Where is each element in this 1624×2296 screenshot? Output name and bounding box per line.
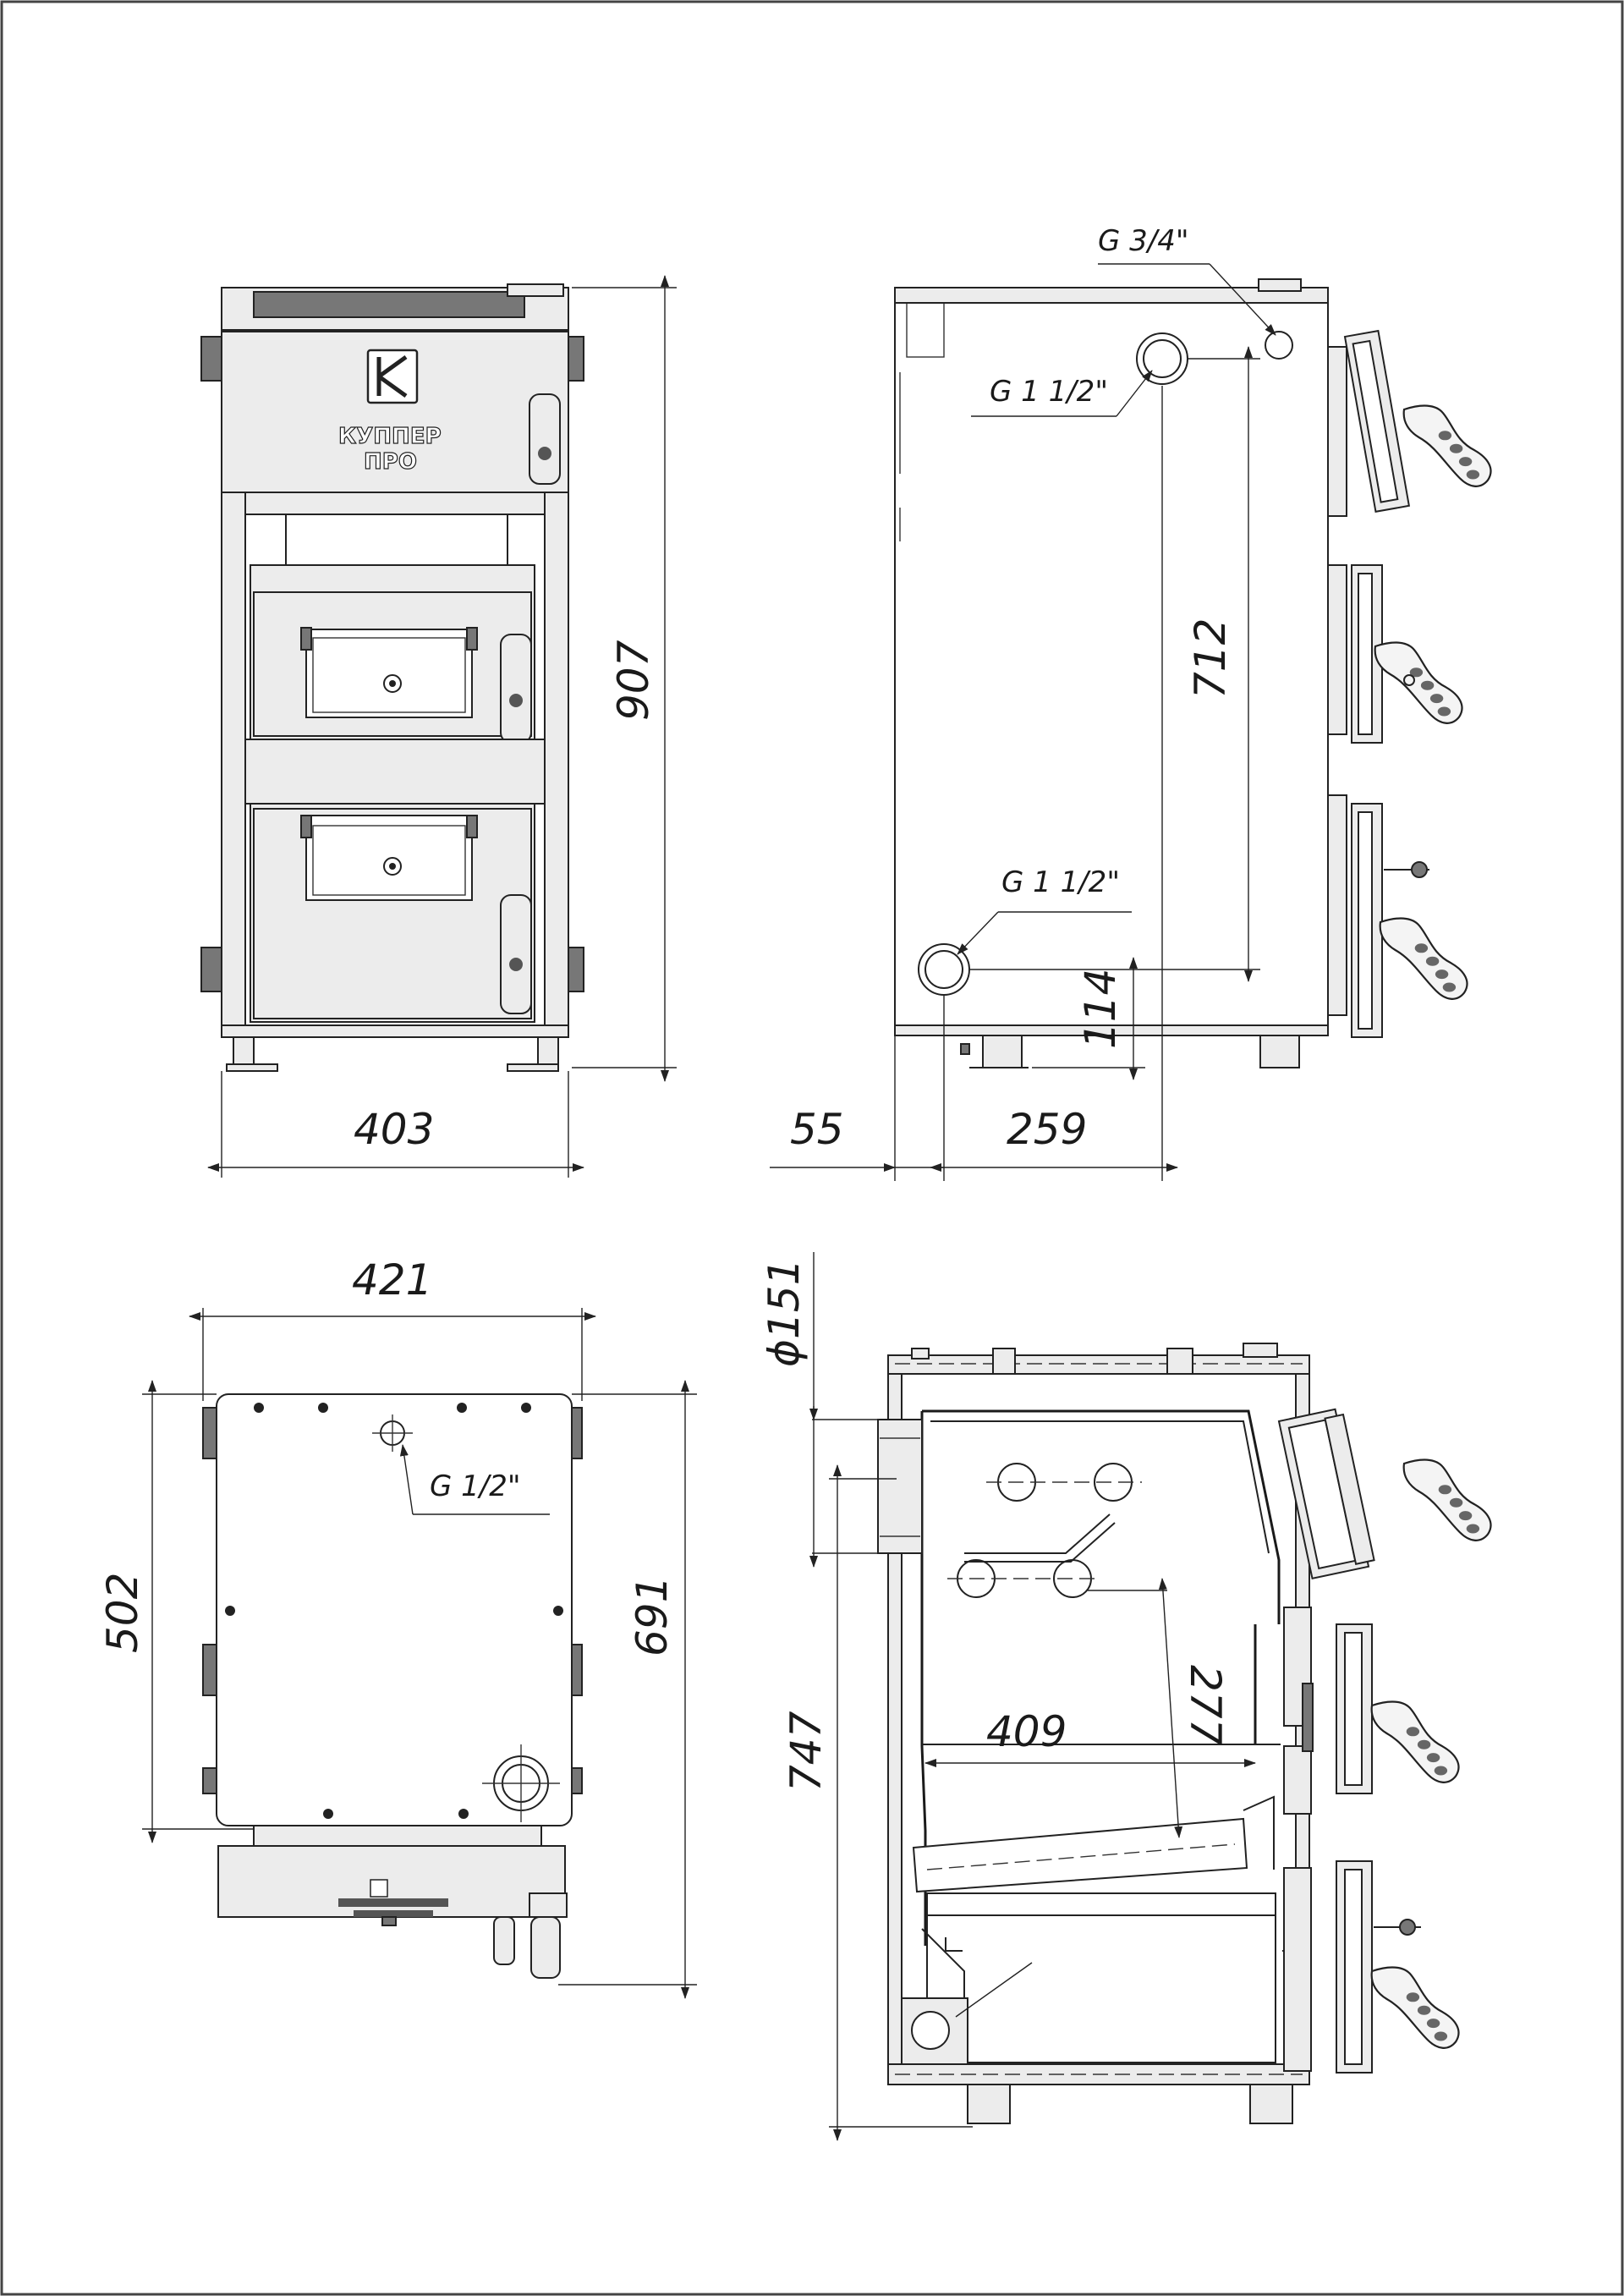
label-port-g3-4: G 3/4" [1098, 224, 1189, 258]
section-view: ϕ151 747 409 277 [760, 1252, 1492, 2141]
top-view: G 1/2" 421 502 691 [98, 1255, 697, 1999]
dim-flue-diameter: ϕ151 [760, 1259, 809, 1367]
dim-depth-259: 259 [1007, 1105, 1087, 1154]
dim-section-height-747: 747 [782, 1711, 831, 1792]
dim-top-width-421: 421 [352, 1255, 432, 1305]
dim-total-depth-691: 691 [628, 1576, 677, 1656]
dim-height-907: 907 [609, 640, 658, 721]
dim-offset-55: 55 [790, 1105, 844, 1154]
dim-port-spacing-712: 712 [1186, 618, 1235, 699]
label-lower-port: G 1 1/2" [1001, 865, 1120, 899]
dim-grate-height-277: 277 [1181, 1665, 1230, 1746]
dim-bottom-port-114: 114 [1076, 969, 1125, 1049]
brand-logo [366, 349, 419, 404]
label-top-port: G 1/2" [430, 1469, 521, 1503]
dim-depth-502: 502 [98, 1573, 147, 1653]
brand-model: ПРО [364, 449, 417, 475]
dim-width-403: 403 [354, 1105, 434, 1154]
top-view-logo [338, 1879, 448, 1917]
side-view: G 3/4" G 1 1/2" G 1 1/2" 712 114 55 259 [770, 224, 1492, 1181]
brand-name: КУППЕР [338, 424, 442, 449]
front-view: КУППЕР ПРО [200, 275, 677, 1178]
label-upper-port: G 1 1/2" [990, 375, 1108, 409]
dim-grate-length-409: 409 [986, 1707, 1067, 1756]
